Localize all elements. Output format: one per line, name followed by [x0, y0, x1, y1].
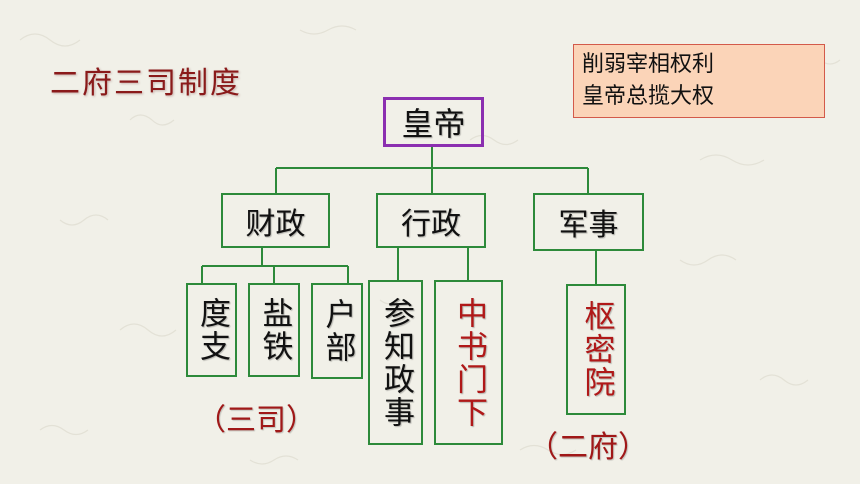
page-title: 二府三司制度: [50, 66, 242, 101]
note-line-2: 皇帝总揽大权: [582, 84, 715, 109]
note-line-1: 削弱宰相权利: [582, 52, 715, 77]
node-shumiyuan: 枢密院: [566, 284, 626, 415]
node-military: 军事: [533, 193, 644, 251]
caption-three-si: （三司）: [196, 403, 316, 438]
note-box: 削弱宰相权利 皇帝总揽大权: [573, 44, 825, 118]
node-hubu: 户部: [311, 283, 363, 379]
node-emperor: 皇帝: [383, 97, 484, 147]
node-zhongshumenxia: 中书门下: [434, 280, 503, 445]
node-duzhi: 度支: [186, 283, 237, 377]
node-canzhizhengshi: 参知政事: [368, 280, 423, 445]
node-yantie: 盐铁: [248, 283, 300, 377]
caption-two-fu: （二府）: [528, 430, 648, 465]
node-finance: 财政: [221, 193, 330, 248]
node-administration: 行政: [376, 193, 486, 248]
